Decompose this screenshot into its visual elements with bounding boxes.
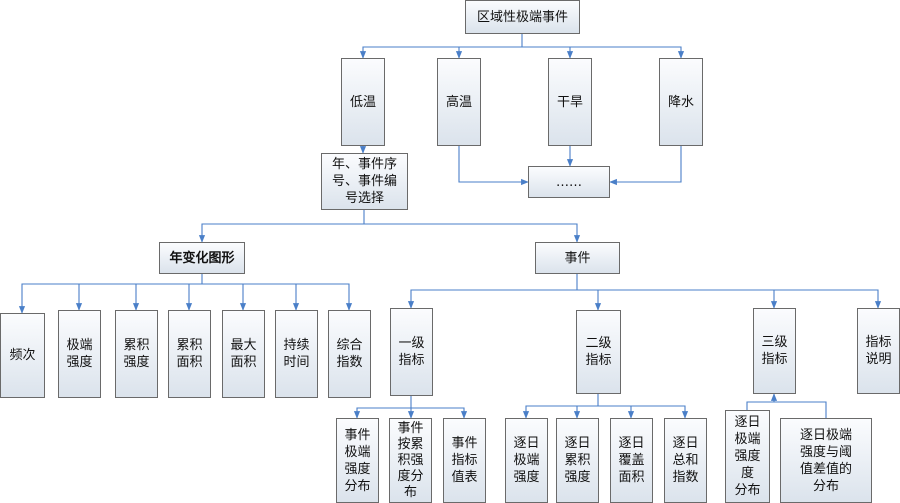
node-event-indicator-table: 事件 指标 值表 xyxy=(443,418,486,503)
node-duration: 持续 时间 xyxy=(275,310,318,398)
node-daily-total-index: 逐日 总和 指数 xyxy=(664,418,707,503)
node-cumulative-intensity: 累积 强度 xyxy=(115,310,158,398)
node-max-area: 最大 面积 xyxy=(222,310,265,398)
connector-root-low xyxy=(359,34,523,59)
connector-root-high xyxy=(455,46,522,59)
node-year-event-select: 年、事件序 号、事件编 号选择 xyxy=(321,153,408,210)
node-daily-cumulative-intensity: 逐日 累积 强度 xyxy=(556,418,599,503)
node-daily-intensity-threshold-diff-distribution: 逐日极端 强度与阈 值差值的 分布 xyxy=(780,418,872,503)
node-annual-graph: 年变化图形 xyxy=(159,242,245,274)
node-event: 事件 xyxy=(535,242,620,274)
connector-root-drought xyxy=(522,46,574,59)
connector-select-event xyxy=(364,223,581,243)
node-high-temp: 高温 xyxy=(437,58,481,146)
connector-event-desc xyxy=(577,289,882,309)
connector-l2-a xyxy=(522,394,599,419)
node-root: 区域性极端事件 xyxy=(465,0,580,34)
connector-l1-a xyxy=(353,396,412,419)
connector-event-l1 xyxy=(407,274,578,309)
node-level2-indicator: 二级 指标 xyxy=(576,310,621,394)
node-indicator-description: 指标 说明 xyxy=(857,308,900,394)
connector-annual-frequency xyxy=(18,274,203,314)
node-daily-coverage-area: 逐日 覆盖 面积 xyxy=(610,418,653,503)
node-low-temp: 低温 xyxy=(341,58,385,146)
node-precipitation: 降水 xyxy=(659,58,703,146)
connector-high-ellipsis xyxy=(458,146,529,186)
node-event-cumulative-intensity-distribution: 事件 按累 积强 度分 布 xyxy=(389,418,432,503)
connector-l2-d xyxy=(598,405,689,419)
node-level3-indicator: 三级 指标 xyxy=(753,308,796,394)
connector-annual-composite xyxy=(202,283,353,311)
node-daily-extreme-intensity-distribution: 逐日 极端 强度度 分布 xyxy=(725,410,770,503)
connector-select-annual xyxy=(198,210,365,243)
connector-rain-ellipsis xyxy=(609,146,682,186)
connector-root-rain xyxy=(522,46,685,59)
node-event-extreme-intensity-distribution: 事件 极端 强度 分布 xyxy=(336,418,379,503)
node-ellipsis: …… xyxy=(528,166,610,198)
node-drought: 干旱 xyxy=(548,58,592,146)
node-extreme-intensity: 极端 强度 xyxy=(58,310,101,398)
node-composite-index: 综合 指数 xyxy=(328,310,371,398)
node-daily-extreme-intensity: 逐日 极端 强度 xyxy=(505,418,548,503)
node-frequency: 频次 xyxy=(0,313,45,398)
node-level1-indicator: 一级 指标 xyxy=(390,308,433,396)
node-cumulative-area: 累积 面积 xyxy=(168,310,211,398)
connector-l2-c xyxy=(598,405,635,419)
connector-l3-b xyxy=(746,401,827,418)
connector-l1-c xyxy=(411,407,468,419)
